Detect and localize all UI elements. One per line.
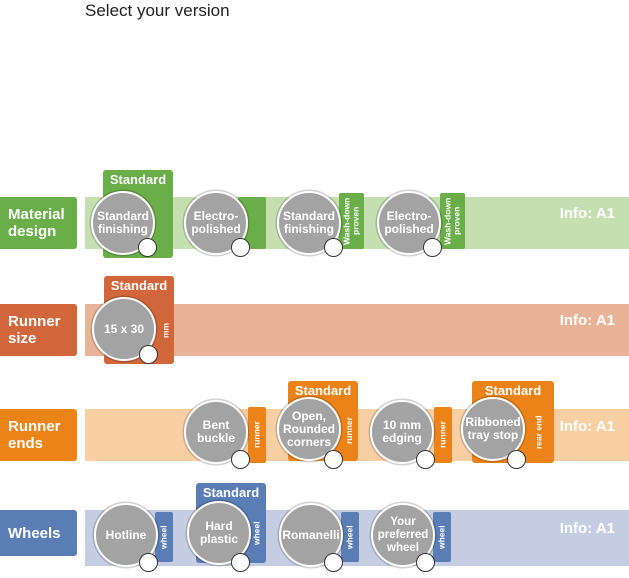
standard-label: Standard <box>202 485 260 500</box>
option-radio[interactable] <box>324 450 343 469</box>
option-tab-wheel: wheel <box>341 512 359 562</box>
option-tab-wash-down: Wash-down proven <box>440 193 465 249</box>
option-radio[interactable] <box>416 553 435 572</box>
row-label-runner-size: Runner size <box>0 304 77 356</box>
option-your-preferred-wheel[interactable]: Your preferred wheel <box>371 503 435 567</box>
option-radio[interactable] <box>423 238 442 257</box>
option-radio[interactable] <box>416 450 435 469</box>
option-tab-runner: runner <box>248 407 266 463</box>
option-hotline[interactable]: Hotline <box>94 503 158 567</box>
row-label-text: Material design <box>8 206 65 240</box>
option-standard-finishing-wash-down[interactable]: Standard finishing <box>277 191 341 255</box>
standard-label: Standard <box>294 383 352 398</box>
option-tab-wash-down: Wash-down proven <box>339 193 364 249</box>
option-radio[interactable] <box>324 238 343 257</box>
row-label-runner-ends: Runner ends <box>0 409 77 461</box>
standard-label: Standard <box>110 278 168 293</box>
row-label-text: Runner size <box>8 313 61 347</box>
option-romanelli[interactable]: Romanelli <box>279 503 343 567</box>
option-radio[interactable] <box>231 238 250 257</box>
option-10mm-edging[interactable]: 10 mm edging <box>370 400 434 464</box>
standard-label: Standard <box>484 383 542 398</box>
option-radio[interactable] <box>138 238 157 257</box>
option-radio[interactable] <box>139 553 158 572</box>
row-label-wheels: Wheels <box>0 510 77 556</box>
option-tab-runner: runner <box>434 407 452 463</box>
option-radio[interactable] <box>231 553 250 572</box>
row-label-text: Wheels <box>8 524 61 542</box>
info-link-material[interactable]: Info: A1 <box>559 205 615 222</box>
option-15x30[interactable]: 15 x 30 <box>92 297 156 361</box>
option-tab-mm: mm <box>158 300 174 360</box>
runner-size-band <box>85 304 629 356</box>
option-radio[interactable] <box>231 450 250 469</box>
info-link-runner-size[interactable]: Info: A1 <box>559 312 615 329</box>
row-label-text: Runner ends <box>8 418 61 452</box>
option-radio[interactable] <box>139 345 158 364</box>
standard-label: Standard <box>109 172 167 187</box>
option-tab-runner: runner <box>341 403 358 459</box>
info-link-runner-ends[interactable]: Info: A1 <box>559 418 615 435</box>
option-standard-finishing[interactable]: Standard finishing <box>91 191 155 255</box>
page-title: Select your version <box>85 1 230 20</box>
option-tab-wheel: wheel <box>433 512 451 562</box>
info-link-wheels[interactable]: Info: A1 <box>559 520 615 537</box>
option-radio[interactable] <box>507 450 526 469</box>
option-tab-rear-end: rear end <box>533 415 544 449</box>
option-radio[interactable] <box>324 553 343 572</box>
row-label-material: Material design <box>0 197 77 249</box>
